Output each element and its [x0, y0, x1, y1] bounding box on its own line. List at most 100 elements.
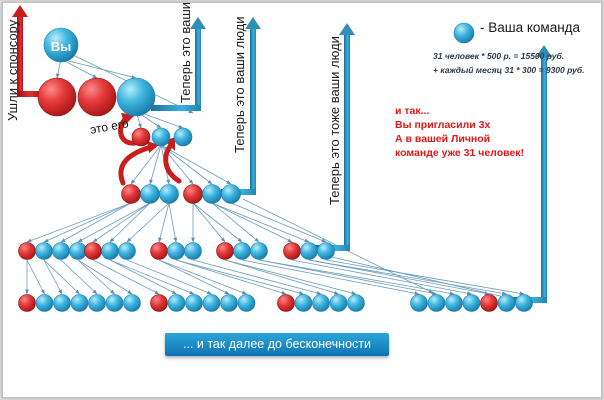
- member-red-circle: [121, 184, 141, 204]
- connector-arrow: [175, 259, 287, 295]
- connector-arrow: [192, 202, 226, 243]
- label-yours-1: Теперь это ваши: [178, 2, 193, 103]
- connector-arrow: [77, 202, 151, 243]
- team-circles: [18, 27, 533, 312]
- member-blue-circle: [237, 294, 256, 312]
- calc-line-1: 31 человек * 500 р. = 15500 руб.: [433, 51, 565, 61]
- member-red-circle: [480, 294, 498, 312]
- member-red-circle: [277, 294, 295, 312]
- member-blue-circle: [105, 294, 124, 312]
- member-blue-circle: [427, 294, 446, 312]
- member-blue-circle: [52, 242, 70, 260]
- connector-arrow: [60, 202, 132, 243]
- connector-arrow: [230, 202, 327, 243]
- member-blue-circle: [159, 184, 179, 204]
- legend-circle: [453, 22, 475, 44]
- member-blue-circle: [347, 294, 365, 312]
- connector-arrow: [60, 58, 137, 79]
- member-blue-circle: [445, 294, 463, 312]
- connector-arrow: [109, 259, 177, 295]
- member-red-circle: [283, 242, 301, 260]
- member-blue-circle: [410, 294, 428, 312]
- connector-arrow: [258, 259, 437, 296]
- sponsor-bar-arrow: [12, 5, 39, 97]
- member-blue-circle: [116, 77, 156, 117]
- connector-arrow: [126, 202, 170, 243]
- member-red-circle: [216, 242, 234, 260]
- blue-bar-arrow-1: [151, 17, 206, 111]
- member-blue-circle: [70, 294, 89, 312]
- member-blue-circle: [317, 242, 335, 260]
- connector-arrow: [77, 259, 115, 295]
- connector-arrow: [211, 202, 310, 243]
- connector-arrow: [109, 259, 195, 295]
- connector-arrow: [241, 259, 420, 296]
- member-blue-circle: [69, 242, 87, 260]
- member-blue-circle: [53, 294, 71, 312]
- blue-bar-arrow-4: [511, 45, 552, 303]
- connector-arrow: [175, 259, 304, 295]
- connector-arrow: [149, 144, 162, 185]
- connector-arrow: [192, 259, 322, 295]
- connector-arrow: [158, 259, 230, 295]
- member-blue-circle: [250, 242, 268, 260]
- connector-arrow: [308, 259, 490, 296]
- connector-arrow: [60, 259, 98, 295]
- connector-arrow: [43, 259, 80, 295]
- message-line-2: Вы пригласили 3х: [395, 119, 491, 131]
- connector-arrow: [26, 202, 132, 243]
- connector-arrow: [126, 259, 212, 295]
- connector-arrow: [322, 254, 514, 300]
- you-label: Вы: [51, 39, 72, 54]
- member-blue-circle: [35, 294, 54, 312]
- member-blue-circle: [167, 294, 186, 312]
- member-red-circle: [150, 242, 168, 260]
- member-blue-circle: [220, 294, 238, 312]
- member-red-circle: [77, 77, 117, 117]
- connector-arrow: [43, 202, 132, 243]
- member-blue-circle: [329, 294, 348, 312]
- connector-arrow: [224, 259, 339, 295]
- team-growth-diagram: Вы: [12, 5, 552, 312]
- connector-arrow: [26, 259, 45, 295]
- member-blue-circle: [294, 294, 313, 312]
- member-blue-circle: [151, 127, 171, 147]
- label-yours-2: Теперь это ваши люди: [232, 16, 247, 153]
- legend-label: - Ваша команда: [480, 20, 581, 35]
- member-blue-circle: [462, 294, 481, 312]
- connector-arrow: [325, 259, 525, 296]
- connector-arrow: [258, 259, 455, 296]
- message-line-4: команде уже 31 человек!: [395, 147, 525, 159]
- calc-line-2: + каждый месяц 31 * 300 = 9300 руб.: [433, 65, 585, 75]
- connector-arrow: [158, 259, 247, 295]
- member-red-circle: [183, 184, 203, 204]
- connector-arrow: [43, 259, 63, 295]
- member-blue-circle: [202, 184, 222, 204]
- member-red-circle: [84, 242, 102, 260]
- member-blue-circle: [167, 242, 185, 260]
- connector-arrow: [211, 202, 260, 243]
- member-red-circle: [150, 294, 168, 312]
- label-yours-3: Теперь это тоже ваши люди: [327, 36, 342, 205]
- message-line-3: А в вашей Личной: [395, 133, 491, 145]
- member-blue-circle: [515, 294, 533, 312]
- connector-arrow: [130, 144, 162, 185]
- connector-arrow: [192, 202, 243, 243]
- member-blue-circle: [101, 242, 119, 260]
- message-line-1: и так...: [395, 105, 430, 117]
- connector-arrow: [109, 202, 151, 243]
- member-blue-circle: [497, 294, 516, 312]
- label-sponsor: Ушли к спонсору: [5, 19, 20, 121]
- member-blue-circle: [184, 242, 202, 260]
- connector-arrow: [160, 144, 232, 185]
- member-blue-circle: [123, 294, 141, 312]
- member-blue-circle: [185, 294, 203, 312]
- member-blue-circle: [35, 242, 53, 260]
- member-red-circle: [37, 77, 77, 117]
- member-blue-circle: [300, 242, 318, 260]
- connector-arrow: [92, 259, 160, 295]
- member-red-circle: [131, 127, 151, 147]
- member-blue-circle: [312, 294, 330, 312]
- member-blue-circle: [140, 184, 160, 204]
